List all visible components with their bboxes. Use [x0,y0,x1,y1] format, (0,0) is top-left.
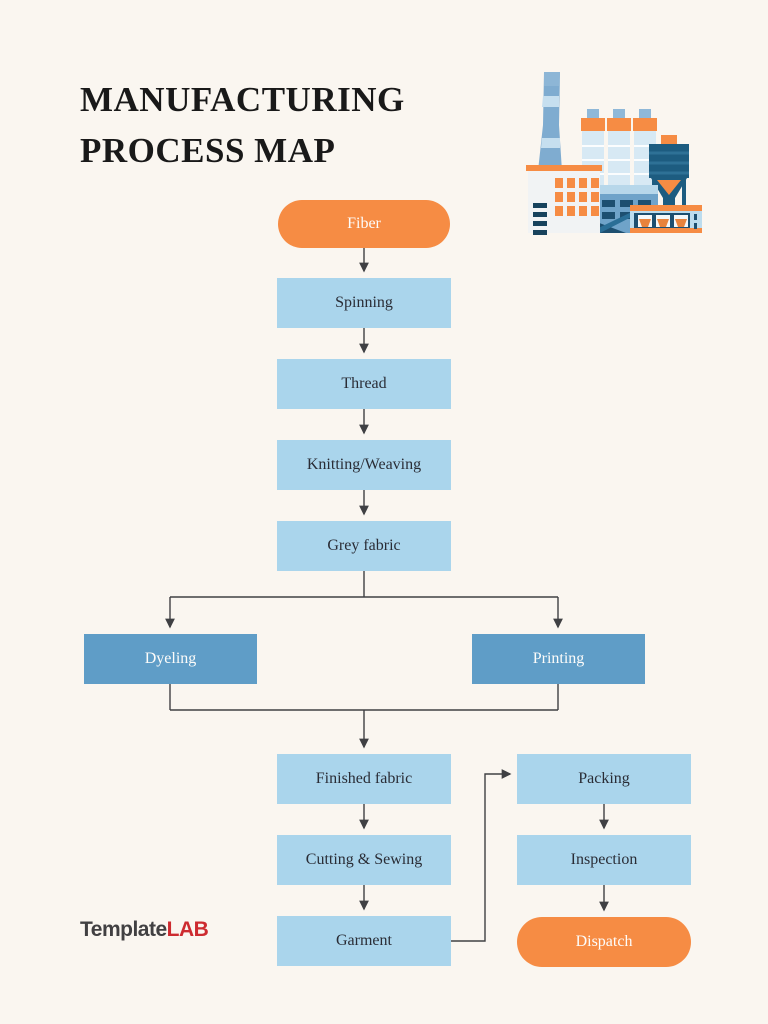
node-grey-fabric: Grey fabric [277,521,451,571]
node-garment: Garment [277,916,451,966]
page-title-line1: MANUFACTURING [80,80,405,119]
node-dyeling: Dyeling [84,634,257,684]
node-finished-fabric: Finished fabric [277,754,451,804]
node-inspection: Inspection [517,835,691,885]
node-printing: Printing [472,634,645,684]
logo-part-template: Template [80,918,167,941]
node-thread: Thread [277,359,451,409]
factory-illustration [522,50,707,250]
page-title-line2: PROCESS MAP [80,131,336,170]
node-cutting-sewing: Cutting & Sewing [277,835,451,885]
logo-part-lab: LAB [166,918,209,941]
templatelab-logo: TemplateLAB [80,918,209,942]
node-packing: Packing [517,754,691,804]
node-knitting-weaving: Knitting/Weaving [277,440,451,490]
node-dispatch: Dispatch [517,917,691,967]
node-fiber: Fiber [278,200,450,248]
node-spinning: Spinning [277,278,451,328]
page-title: MANUFACTURING PROCESS MAP [80,74,405,176]
